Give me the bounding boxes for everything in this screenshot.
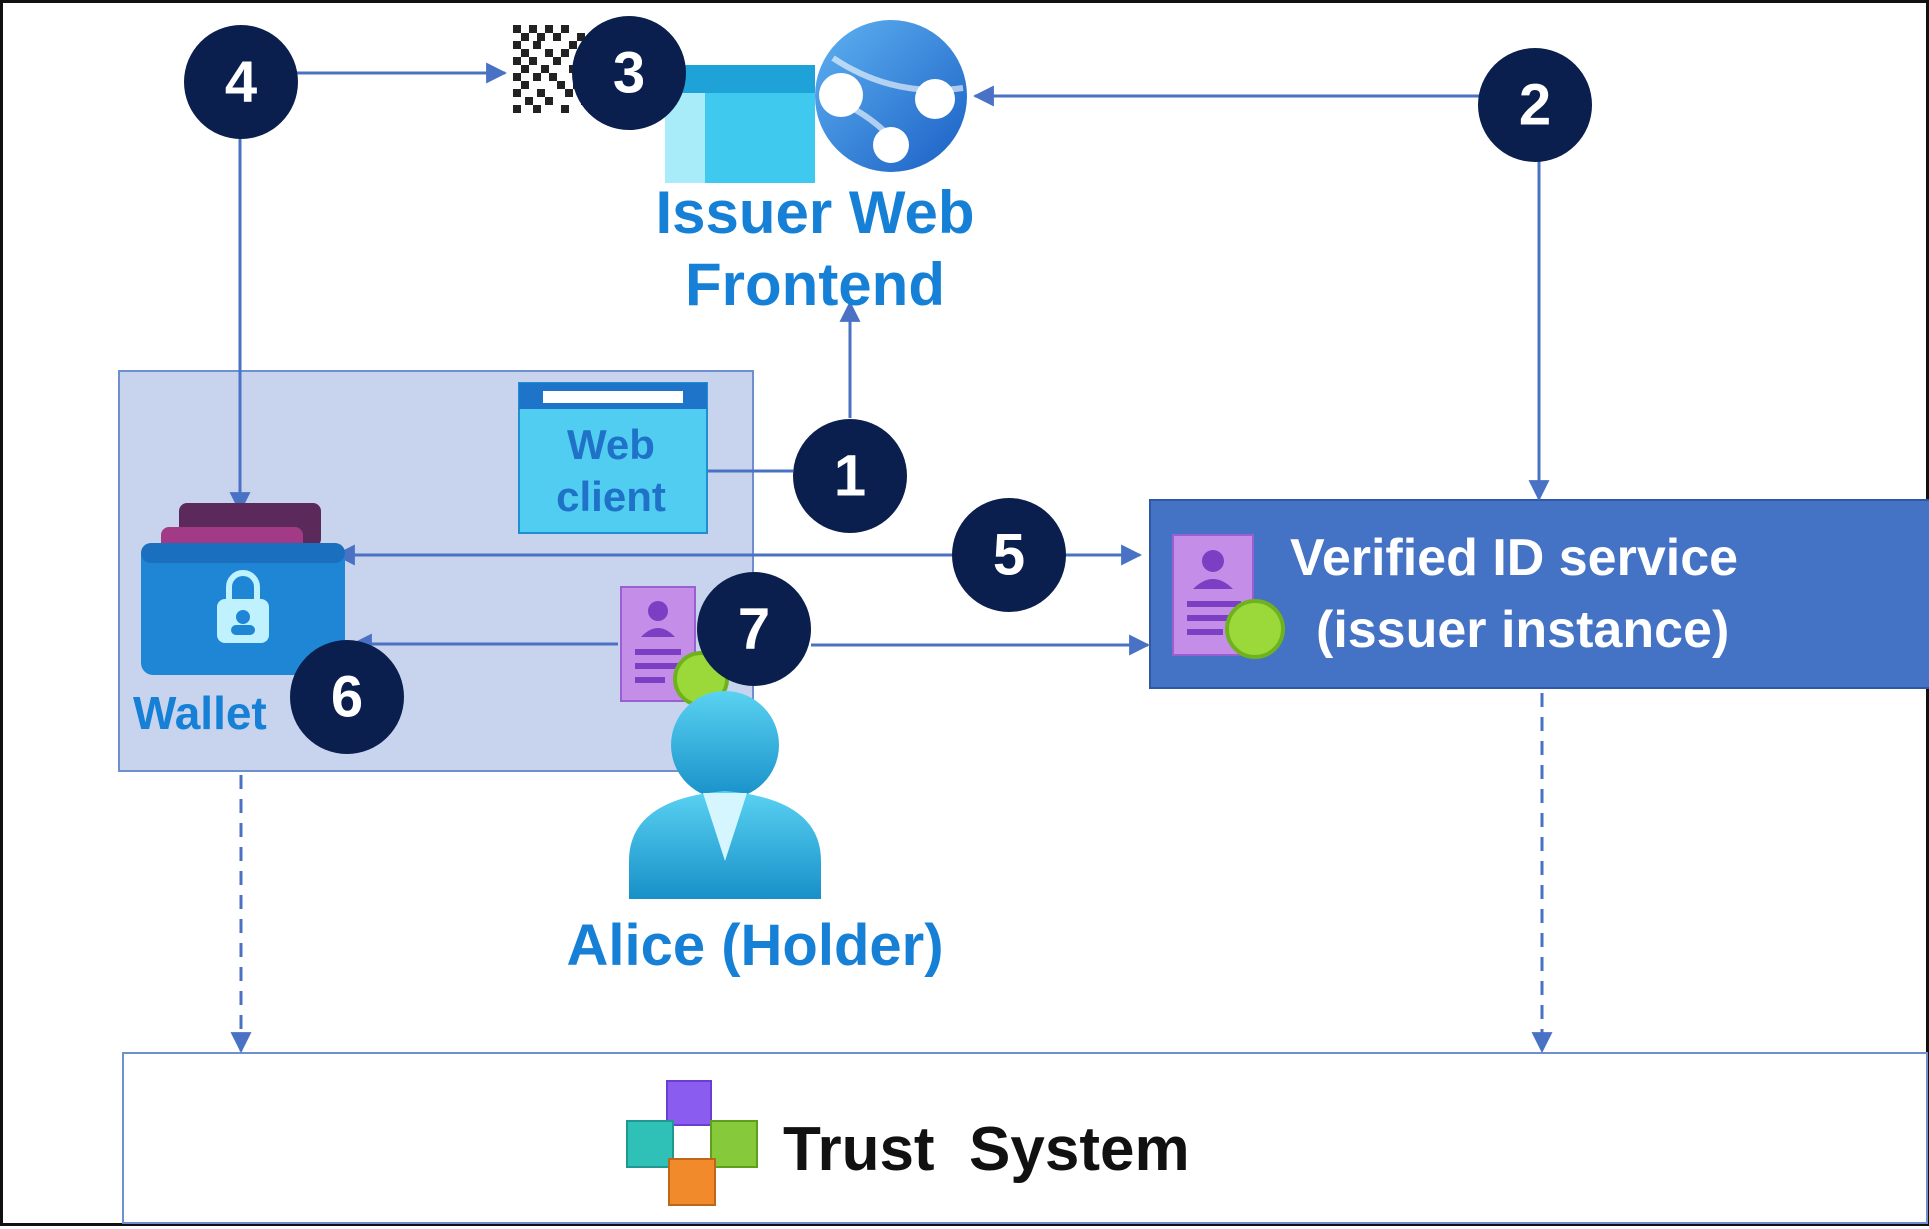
step-badge-1: 1 xyxy=(793,419,907,533)
flow-arrows xyxy=(229,62,1553,1054)
issuer-web-label-line2: Frontend xyxy=(685,251,945,318)
step-badge-5: 5 xyxy=(952,498,1066,612)
holder-label: Alice (Holder) xyxy=(566,913,943,978)
trust-system-box xyxy=(122,1052,1928,1224)
step-badge-4: 4 xyxy=(184,25,298,139)
holder-person-icon xyxy=(629,691,821,899)
wallet-icon xyxy=(141,503,345,675)
credential-card-icon xyxy=(620,586,729,707)
verified-id-service-box xyxy=(1149,499,1929,689)
verified-id-label-line1: Verified ID service xyxy=(1290,529,1738,587)
svg-text:1: 1 xyxy=(834,444,866,509)
svg-text:6: 6 xyxy=(331,665,363,730)
service-credential-icon xyxy=(1172,534,1285,659)
web-client-label-line1: Web xyxy=(567,421,655,468)
wallet-label: Wallet xyxy=(133,687,267,739)
issuer-web-frontend-icon xyxy=(665,20,967,183)
trust-system-icon xyxy=(626,1080,758,1206)
step-badge-3: 3 xyxy=(572,16,686,130)
step-badge-7: 7 xyxy=(697,572,811,686)
web-client-icon xyxy=(518,382,708,534)
verified-id-label-line2: (issuer instance) xyxy=(1316,601,1729,659)
trust-system-label: Trust System xyxy=(783,1115,1190,1184)
svg-text:5: 5 xyxy=(993,523,1025,588)
step-badge-6: 6 xyxy=(290,640,404,754)
step-badges: 4 3 2 1 5 7 6 xyxy=(184,16,1592,754)
web-client-label-line2: client xyxy=(556,473,666,520)
svg-text:2: 2 xyxy=(1519,73,1551,138)
step-badge-2: 2 xyxy=(1478,48,1592,162)
svg-text:7: 7 xyxy=(738,597,770,662)
issuer-web-label-line1: Issuer Web xyxy=(655,179,974,246)
diagram-svg: 4 3 2 1 5 7 6 Issuer Web Frontend W xyxy=(118,16,1929,1224)
svg-text:4: 4 xyxy=(225,50,257,115)
svg-text:3: 3 xyxy=(613,41,645,106)
